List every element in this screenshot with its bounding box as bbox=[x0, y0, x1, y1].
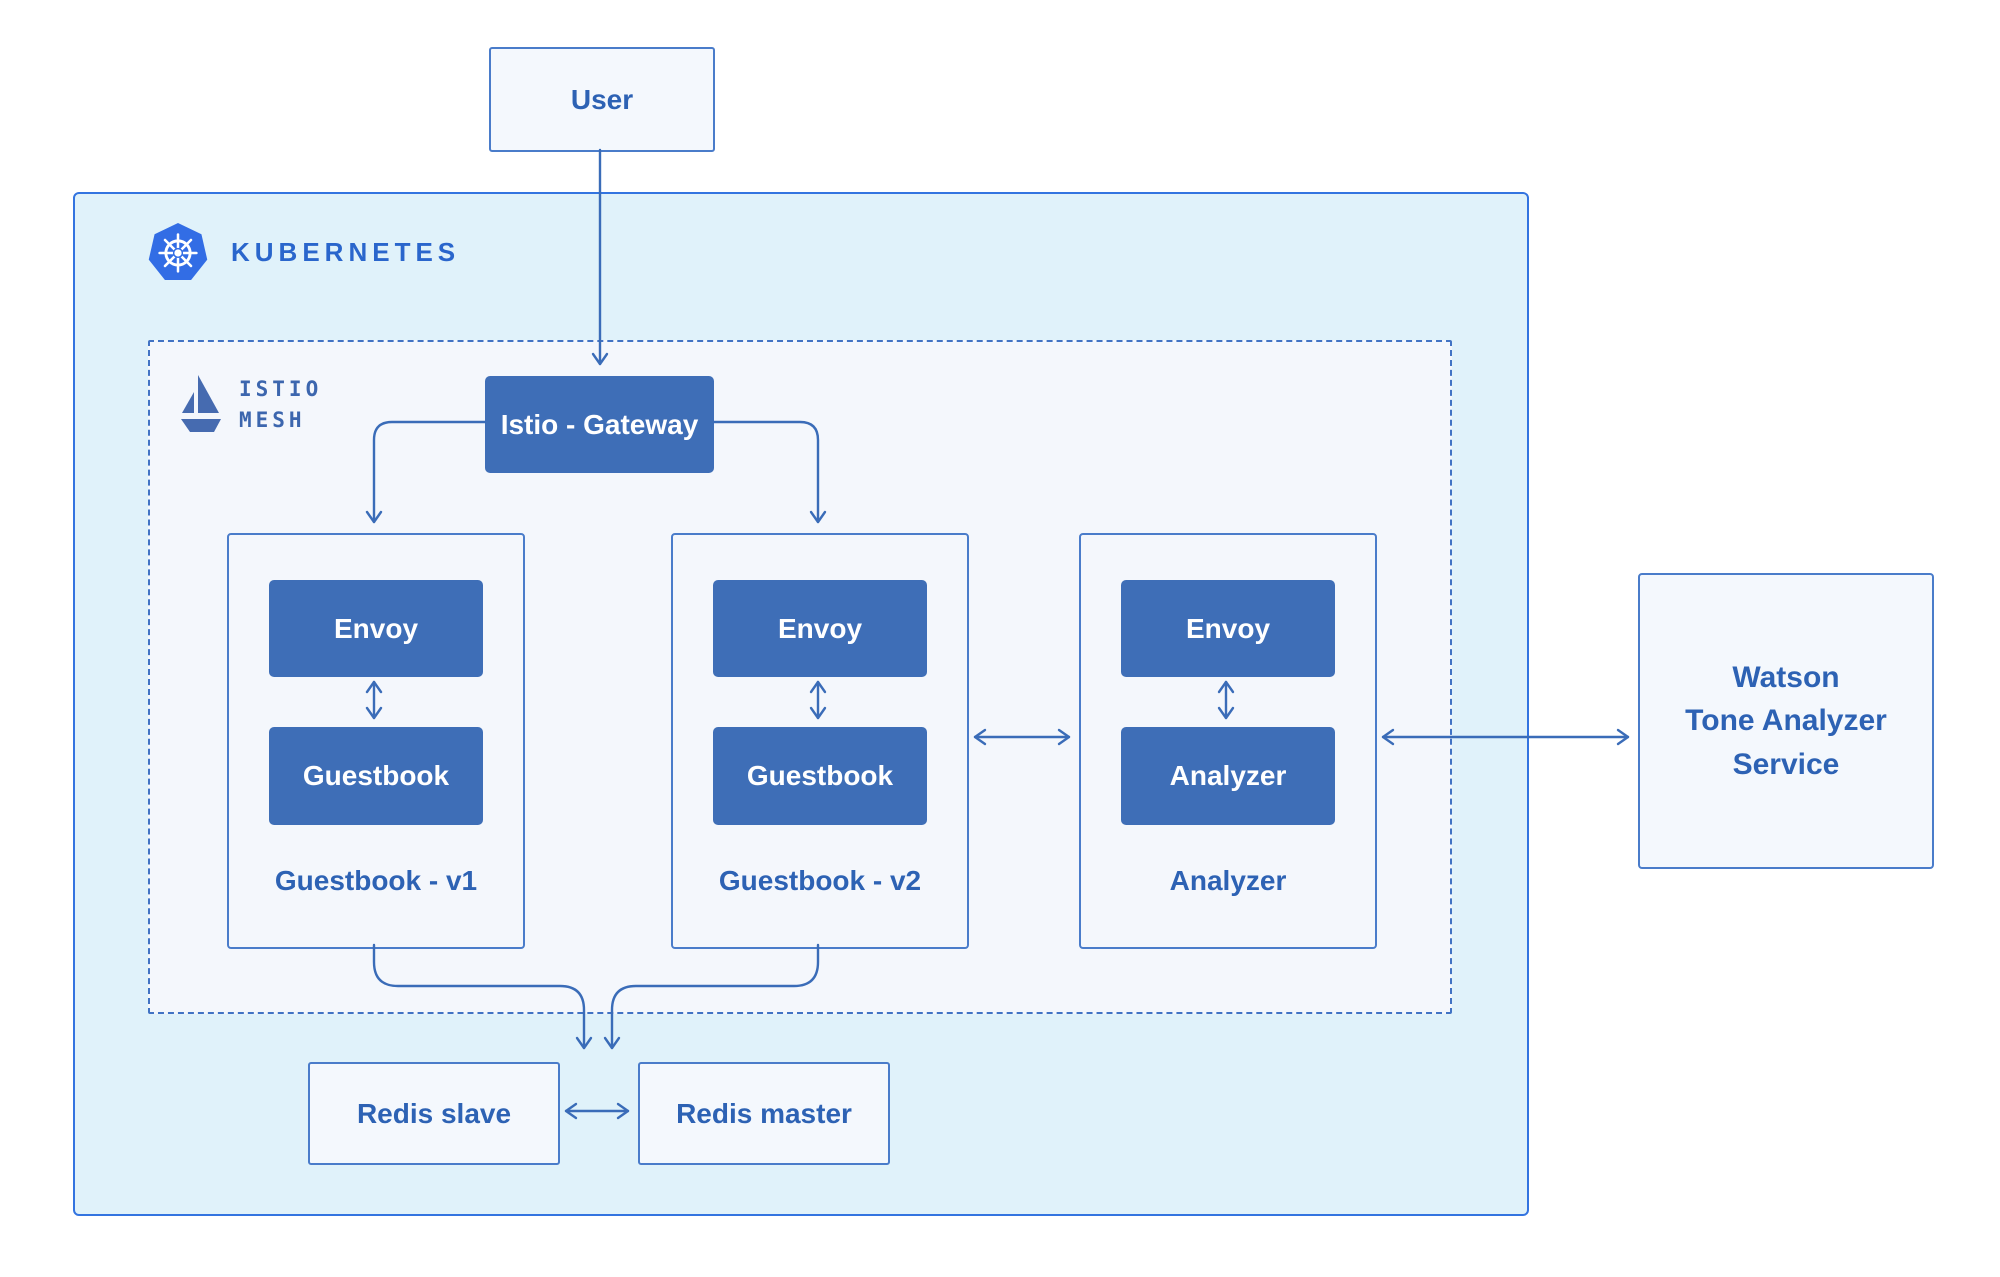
watson-tone-analyzer-node: Watson Tone Analyzer Service bbox=[1638, 573, 1934, 869]
pod-guestbook-v2: Envoy Guestbook Guestbook - v2 bbox=[671, 533, 969, 949]
guestbook-node-v1: Guestbook bbox=[269, 727, 483, 825]
istio-mesh-brand: ISTIO MESH bbox=[181, 374, 322, 436]
istio-sailboat-icon bbox=[181, 375, 221, 432]
watson-label-line2: Tone Analyzer bbox=[1685, 704, 1887, 738]
guestbook-label-v2: Guestbook bbox=[746, 760, 894, 791]
envoy-label-v2: Envoy bbox=[777, 612, 863, 644]
envoy-node-analyzer: Envoy bbox=[1121, 580, 1335, 677]
watson-node-label: Watson Tone Analyzer Service bbox=[1685, 656, 1887, 787]
analyzer-node: Analyzer bbox=[1121, 727, 1335, 825]
user-node-label: User bbox=[570, 83, 634, 115]
watson-label-line3: Service bbox=[1732, 747, 1840, 781]
pod-guestbook-v1: Envoy Guestbook Guestbook - v1 bbox=[227, 533, 525, 949]
redis-slave-node: Redis slave bbox=[308, 1062, 560, 1165]
user-node: User bbox=[489, 47, 715, 152]
istio-wordmark-line1: ISTIO bbox=[239, 376, 323, 401]
envoy-node-v2: Envoy bbox=[713, 580, 927, 677]
analyzer-label: Analyzer bbox=[1169, 760, 1287, 791]
kubernetes-brand: KUBERNETES bbox=[147, 220, 460, 284]
redis-master-label: Redis master bbox=[676, 1097, 852, 1129]
envoy-label-v1: Envoy bbox=[333, 612, 419, 644]
envoy-node-v1: Envoy bbox=[269, 580, 483, 677]
guestbook-label-v1: Guestbook bbox=[302, 760, 450, 791]
redis-master-node: Redis master bbox=[638, 1062, 890, 1165]
istio-mesh-wordmark: ISTIO MESH bbox=[239, 374, 322, 437]
kubernetes-wheel-icon bbox=[148, 222, 208, 280]
istio-gateway-label: Istio - Gateway bbox=[500, 408, 699, 440]
pod-label-analyzer: Analyzer bbox=[1169, 865, 1287, 896]
envoy-label-analyzer: Envoy bbox=[1185, 612, 1271, 644]
istio-wordmark-line2: MESH bbox=[239, 408, 306, 432]
pod-analyzer: Envoy Analyzer Analyzer bbox=[1079, 533, 1377, 949]
watson-label-line1: Watson bbox=[1732, 660, 1840, 694]
pod-label-guestbook-v1: Guestbook - v1 bbox=[274, 865, 478, 896]
guestbook-node-v2: Guestbook bbox=[713, 727, 927, 825]
istio-gateway-node: Istio - Gateway bbox=[485, 376, 714, 473]
pod-label-guestbook-v2: Guestbook - v2 bbox=[718, 865, 922, 896]
kubernetes-wordmark: KUBERNETES bbox=[231, 236, 461, 267]
redis-slave-label: Redis slave bbox=[356, 1097, 512, 1129]
